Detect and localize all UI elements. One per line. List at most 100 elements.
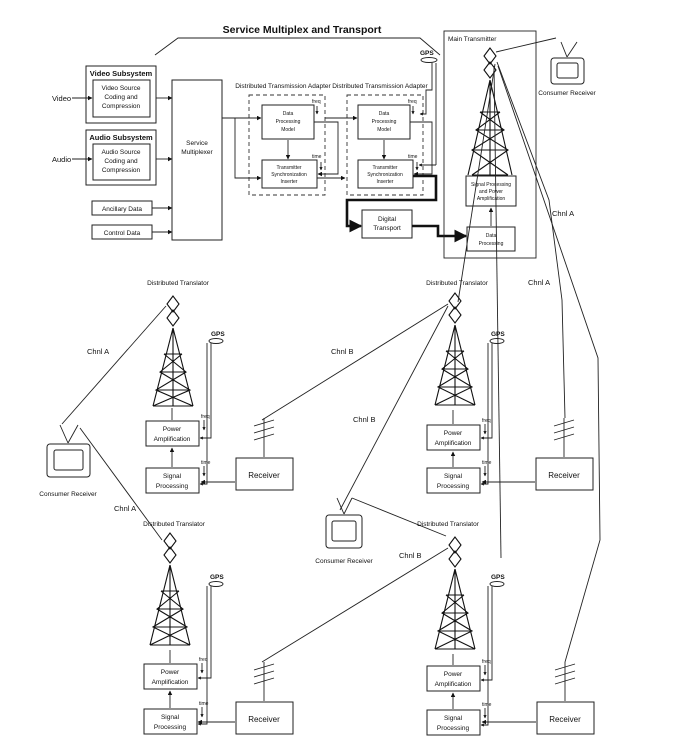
svg-text:Signal: Signal <box>444 715 463 722</box>
translator3-power-amp: Power Amplification <box>143 663 198 690</box>
svg-text:Amplification: Amplification <box>154 436 191 443</box>
translator1-receiver: Receiver <box>235 457 294 491</box>
svg-text:Amplification: Amplification <box>477 196 506 202</box>
audio-source-line3: Compression <box>102 167 141 174</box>
consumer-receiver-mid-icon <box>325 497 363 549</box>
svg-text:Inserter: Inserter <box>281 179 298 185</box>
translator4-receive-antenna <box>554 662 576 701</box>
main-tower-icon <box>467 47 513 176</box>
gps-main: GPS <box>420 50 434 57</box>
svg-text:freq: freq <box>482 659 491 665</box>
svg-text:Processing: Processing <box>372 119 397 125</box>
translator1-gps: GPS <box>211 331 225 338</box>
translator4-power-amp: Power Amplification <box>426 665 481 692</box>
translator2-receiver: Receiver <box>535 457 594 491</box>
consumer-receiver-mid-label: Consumer Receiver <box>315 558 373 565</box>
svg-text:Transmitter: Transmitter <box>372 165 397 171</box>
translator3-receive-antenna <box>253 662 275 701</box>
audio-source-line1: Audio Source <box>101 149 140 156</box>
svg-text:Service: Service <box>186 140 208 147</box>
audio-source-line2: Coding and <box>104 158 138 165</box>
chnl-a-label-right-upper: Chnl A <box>552 209 574 218</box>
svg-text:Inserter: Inserter <box>377 179 394 185</box>
video-subsystem-title: Video Subsystem <box>90 69 153 78</box>
svg-text:Synchronization: Synchronization <box>271 172 307 178</box>
translator4-tower-icon <box>434 536 476 650</box>
dta2-data-processing-model: Data Processing Model <box>357 104 411 140</box>
main-transmitter-label: Main Transmitter <box>448 36 497 43</box>
svg-text:Power: Power <box>161 669 180 676</box>
dta1-sync-inserter: Transmitter Synchronization Inserter <box>261 159 318 189</box>
svg-text:Power: Power <box>163 426 182 433</box>
translator4-label: Distributed Translator <box>417 521 480 528</box>
video-input-label: Video <box>52 94 71 103</box>
svg-text:time: time <box>199 701 209 707</box>
svg-text:Ancillary Data: Ancillary Data <box>102 206 142 213</box>
svg-text:time: time <box>201 460 211 466</box>
svg-text:Signal: Signal <box>163 473 182 480</box>
audio-input-label: Audio <box>52 155 71 164</box>
digital-transport-box: Digital Transport <box>361 209 413 239</box>
translator4-gps: GPS <box>491 574 505 581</box>
svg-text:Processing: Processing <box>156 483 189 490</box>
svg-text:Data: Data <box>379 111 390 117</box>
signal-processing-power-amp-box: Signal Processing and Power Amplificatio… <box>465 175 517 207</box>
main-transmitter-frame <box>443 30 537 259</box>
translator2-tower-icon <box>434 292 476 406</box>
svg-text:freq: freq <box>199 657 208 663</box>
svg-text:Model: Model <box>281 127 295 133</box>
translator4-receiver: Receiver <box>536 701 595 735</box>
svg-text:Transport: Transport <box>373 225 401 232</box>
svg-text:and Power: and Power <box>479 189 503 195</box>
svg-text:Signal: Signal <box>161 714 180 721</box>
dta1-freq: freq <box>312 99 321 105</box>
svg-text:Signal: Signal <box>444 473 463 480</box>
svg-text:freq: freq <box>482 418 491 424</box>
dta1-data-processing-model: Data Processing Model <box>261 104 315 140</box>
main-data-processing-box: Data Processing <box>466 226 516 252</box>
dta1-frame <box>248 94 326 196</box>
translator2-receive-antenna <box>553 418 575 457</box>
svg-text:Digital: Digital <box>378 216 397 223</box>
chnl-b-label-lower: Chnl B <box>399 551 422 560</box>
consumer-receiver-left-label: Consumer Receiver <box>39 491 97 498</box>
control-data-box: Control Data <box>91 224 153 240</box>
service-multiplexer: Service Multiplexer <box>171 79 223 241</box>
dta2-frame <box>346 94 424 196</box>
title-brace <box>154 37 441 56</box>
translator3-receiver: Receiver <box>235 701 294 735</box>
svg-text:Data: Data <box>486 233 497 239</box>
ancillary-data-box: Ancillary Data <box>91 200 153 216</box>
svg-text:Transmitter: Transmitter <box>276 165 301 171</box>
svg-text:Receiver: Receiver <box>548 471 580 480</box>
video-source-line3: Compression <box>102 103 141 110</box>
svg-text:Data: Data <box>283 111 294 117</box>
svg-text:Amplification: Amplification <box>435 440 472 447</box>
translator3-gps: GPS <box>210 574 224 581</box>
translator2-label: Distributed Translator <box>426 280 489 287</box>
dta2-time: time <box>408 154 418 160</box>
translator3-tower-icon <box>149 532 191 646</box>
svg-text:Power: Power <box>444 430 463 437</box>
svg-text:freq: freq <box>201 414 210 420</box>
chnl-b-label-mid: Chnl B <box>353 415 376 424</box>
svg-text:Control Data: Control Data <box>104 230 141 237</box>
svg-text:Multiplexer: Multiplexer <box>181 149 213 156</box>
dta2-freq: freq <box>408 99 417 105</box>
translator2-signal-processing: Signal Processing <box>426 467 481 494</box>
svg-text:time: time <box>482 702 492 708</box>
dta1-label: Distributed Transmission Adapter <box>235 83 331 90</box>
video-source-line1: Video Source <box>102 85 141 92</box>
svg-text:Processing: Processing <box>479 241 504 247</box>
translator3-label: Distributed Translator <box>143 521 206 528</box>
chnl-a-label-right-mid: Chnl A <box>528 278 550 287</box>
consumer-receiver-top-label: Consumer Receiver <box>538 90 596 97</box>
svg-text:Synchronization: Synchronization <box>367 172 403 178</box>
svg-text:Processing: Processing <box>276 119 301 125</box>
translator1-power-amp: Power Amplification <box>145 420 200 447</box>
translator1-label: Distributed Translator <box>147 280 210 287</box>
svg-text:Receiver: Receiver <box>549 715 581 724</box>
svg-text:Power: Power <box>444 671 463 678</box>
translator4-signal-processing: Signal Processing <box>426 709 481 736</box>
